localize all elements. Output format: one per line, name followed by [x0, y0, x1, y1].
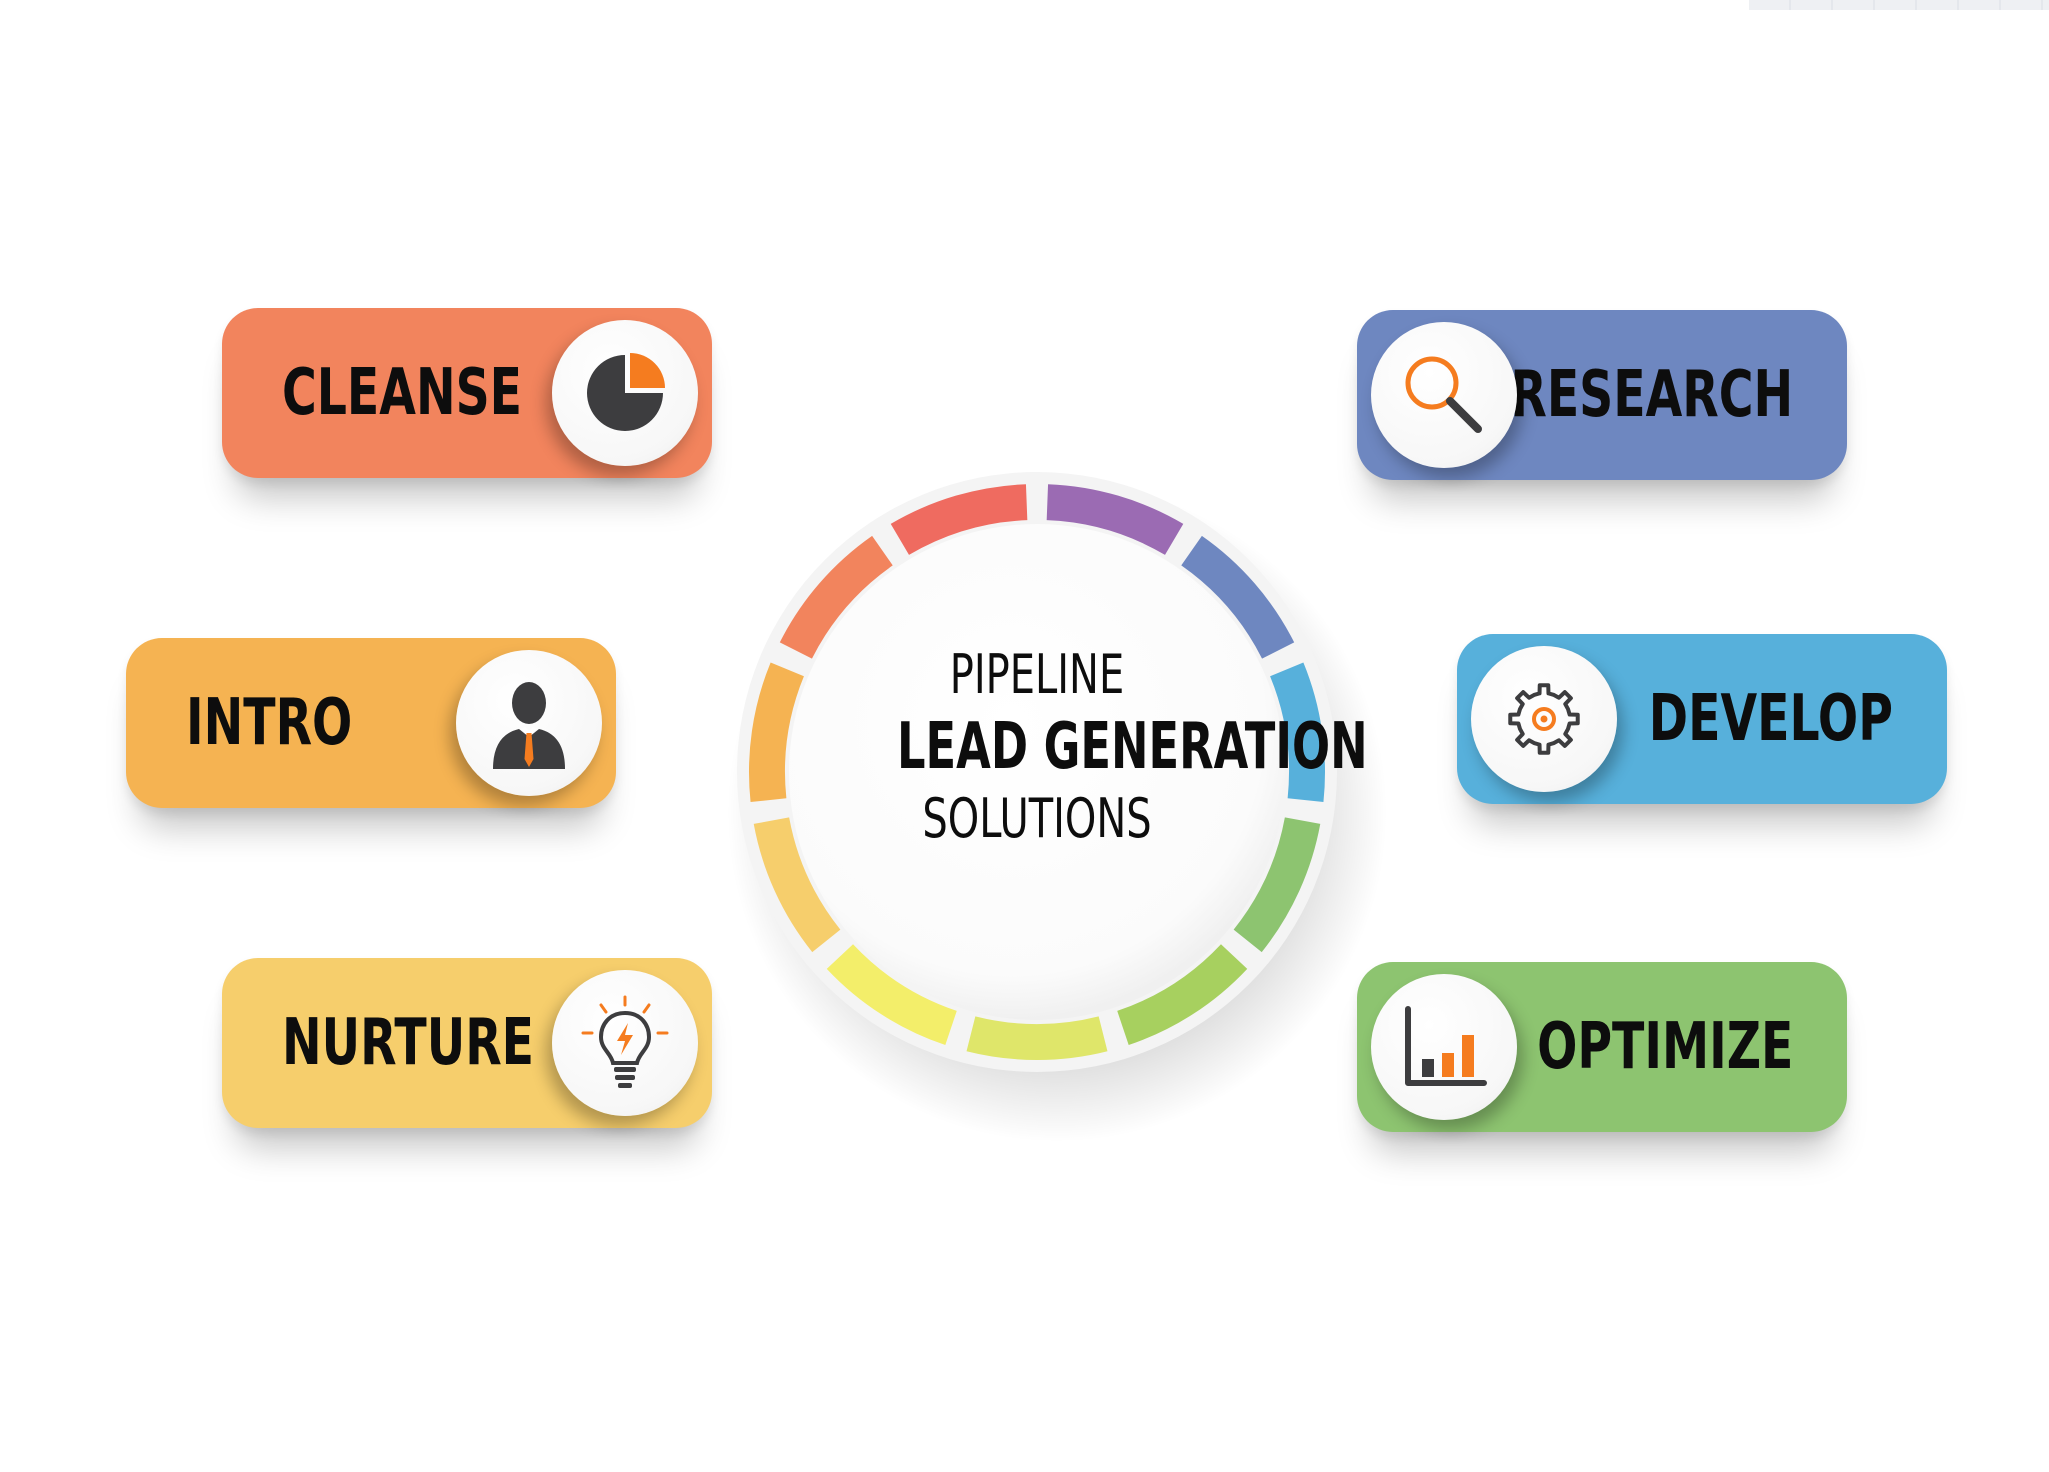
hub-title-line1: PIPELINE	[949, 643, 1125, 706]
ring-segment	[753, 817, 841, 953]
ring-segment	[1181, 535, 1295, 659]
step-cleanse: CLEANSE	[222, 308, 712, 478]
step-intro-label: INTRO	[186, 686, 353, 760]
hub-title-line3: SOLUTIONS	[922, 787, 1152, 850]
bar-chart-icon	[1371, 974, 1517, 1120]
ring-segment	[966, 1016, 1108, 1060]
hub-ring	[727, 472, 1387, 1142]
ring-segment	[779, 535, 893, 659]
magnifier-icon	[1371, 322, 1517, 468]
step-research-label: RESEARCH	[1510, 358, 1793, 432]
step-develop: DEVELOP	[1457, 634, 1947, 804]
pie-chart-icon	[552, 320, 698, 466]
center-hub: PIPELINE LEAD GENERATION SOLUTIONS	[727, 462, 1387, 1142]
step-research: RESEARCH	[1357, 310, 1847, 480]
hub-text: PIPELINE LEAD GENERATION SOLUTIONS	[837, 642, 1368, 852]
step-develop-label: DEVELOP	[1648, 682, 1893, 756]
step-optimize-label: OPTIMIZE	[1536, 1010, 1793, 1084]
ring-segment	[749, 662, 804, 803]
lightbulb-icon	[552, 970, 698, 1116]
ring-segment	[890, 484, 1028, 555]
hub-title-line2: LEAD GENERATION	[897, 710, 1368, 784]
businessman-icon	[456, 650, 602, 796]
step-nurture: NURTURE	[222, 958, 712, 1128]
ring-segment	[1117, 944, 1248, 1046]
ring-segment	[1046, 484, 1184, 555]
step-nurture-label: NURTURE	[282, 1006, 535, 1080]
corner-artifact	[1749, 0, 2049, 10]
ring-segment	[1270, 662, 1325, 803]
step-intro: INTRO	[126, 638, 616, 808]
step-cleanse-label: CLEANSE	[282, 356, 523, 430]
gear-icon	[1471, 646, 1617, 792]
ring-segment	[826, 944, 957, 1046]
ring-segment	[1233, 817, 1321, 953]
hub-inner-disc	[789, 524, 1285, 1020]
step-optimize: OPTIMIZE	[1357, 962, 1847, 1132]
